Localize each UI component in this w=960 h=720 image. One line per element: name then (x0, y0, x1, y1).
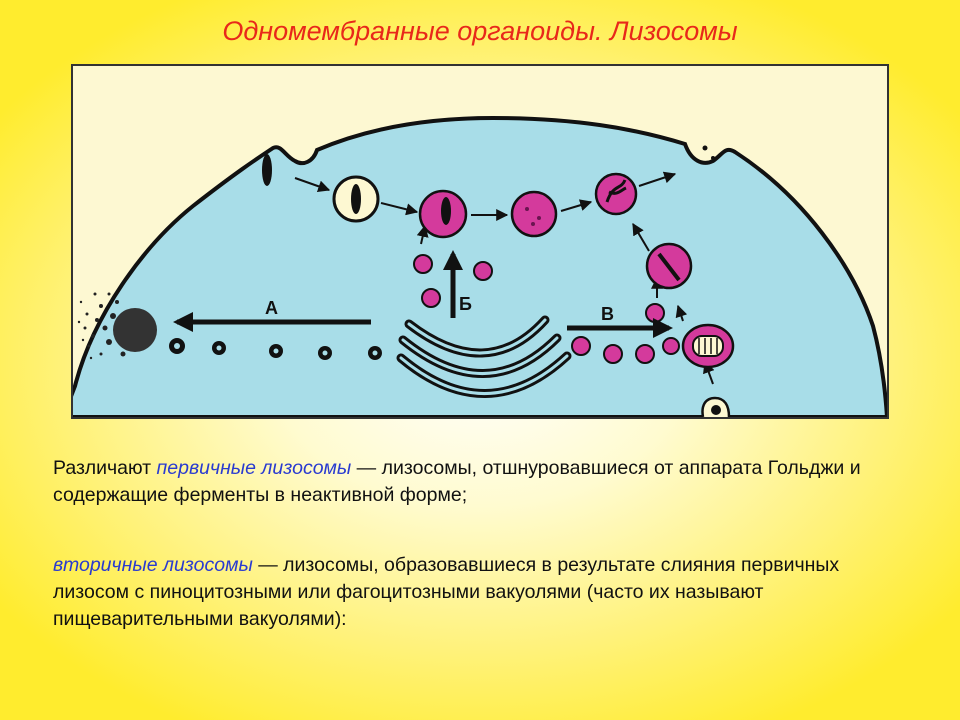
exocytosis-cloud (77, 292, 157, 360)
primary-lysosome (413, 254, 433, 274)
pathway-arrow (294, 177, 331, 193)
golgi-apparatus (396, 315, 572, 398)
lysosome-content (441, 197, 451, 225)
primary-lysosome (421, 288, 441, 308)
lysosome-granule (525, 207, 529, 211)
pathway-arrow (380, 202, 419, 216)
slide-title: Одномембранные органоиды. Лизосомы (222, 16, 738, 46)
para1-lead: Различают (53, 457, 152, 479)
pathway-arrow (560, 199, 593, 212)
granule-light (174, 343, 180, 349)
granule-light (273, 348, 279, 354)
mitochondrion (692, 335, 724, 357)
label-b: Б (459, 294, 472, 314)
term-primary-lysosomes: первичные лизосомы (156, 457, 352, 479)
label-c: В (601, 304, 614, 324)
exocytosis-particle (702, 145, 708, 151)
primary-lysosome (662, 337, 680, 355)
exocytosis-particle (711, 156, 715, 160)
endocytosis-particle (262, 154, 272, 186)
pathway-arrow (632, 222, 650, 252)
lysosome-granule (537, 216, 541, 220)
vacuole-content (657, 252, 681, 282)
primary-lysosome (571, 336, 591, 356)
lysosome-diagram: Б А (71, 64, 889, 419)
primary-lysosome (635, 344, 655, 364)
granule-light (216, 345, 222, 351)
digesting-lysosome (510, 190, 558, 238)
primary-lysosome (645, 303, 665, 323)
lysosome-granule (531, 222, 535, 226)
paragraph-primary: Различают первичные лизосомы — лизосомы,… (53, 455, 913, 509)
pathway-arrow (675, 304, 688, 322)
term-secondary-lysosomes: вторичные лизосомы (53, 554, 253, 576)
para1-rest: — лизосомы, отшнуровавшиеся от аппарата … (53, 457, 861, 506)
residual-debris (605, 179, 627, 203)
vesicle-content (351, 184, 361, 214)
incoming-particle (711, 405, 721, 415)
mitochondrion-cristae (698, 338, 718, 354)
label-a: А (265, 298, 278, 318)
para2-rest: — лизосомы, образовавшиеся в результате … (53, 554, 840, 630)
primary-lysosome (603, 344, 623, 364)
pathway-arrow (638, 171, 677, 187)
paragraph-secondary: вторичные лизосомы — лизосомы, образовав… (53, 552, 913, 633)
diagram-svg: Б А (73, 115, 887, 417)
primary-lysosome (473, 261, 493, 281)
granule-light (372, 350, 378, 356)
granule-light (322, 350, 328, 356)
